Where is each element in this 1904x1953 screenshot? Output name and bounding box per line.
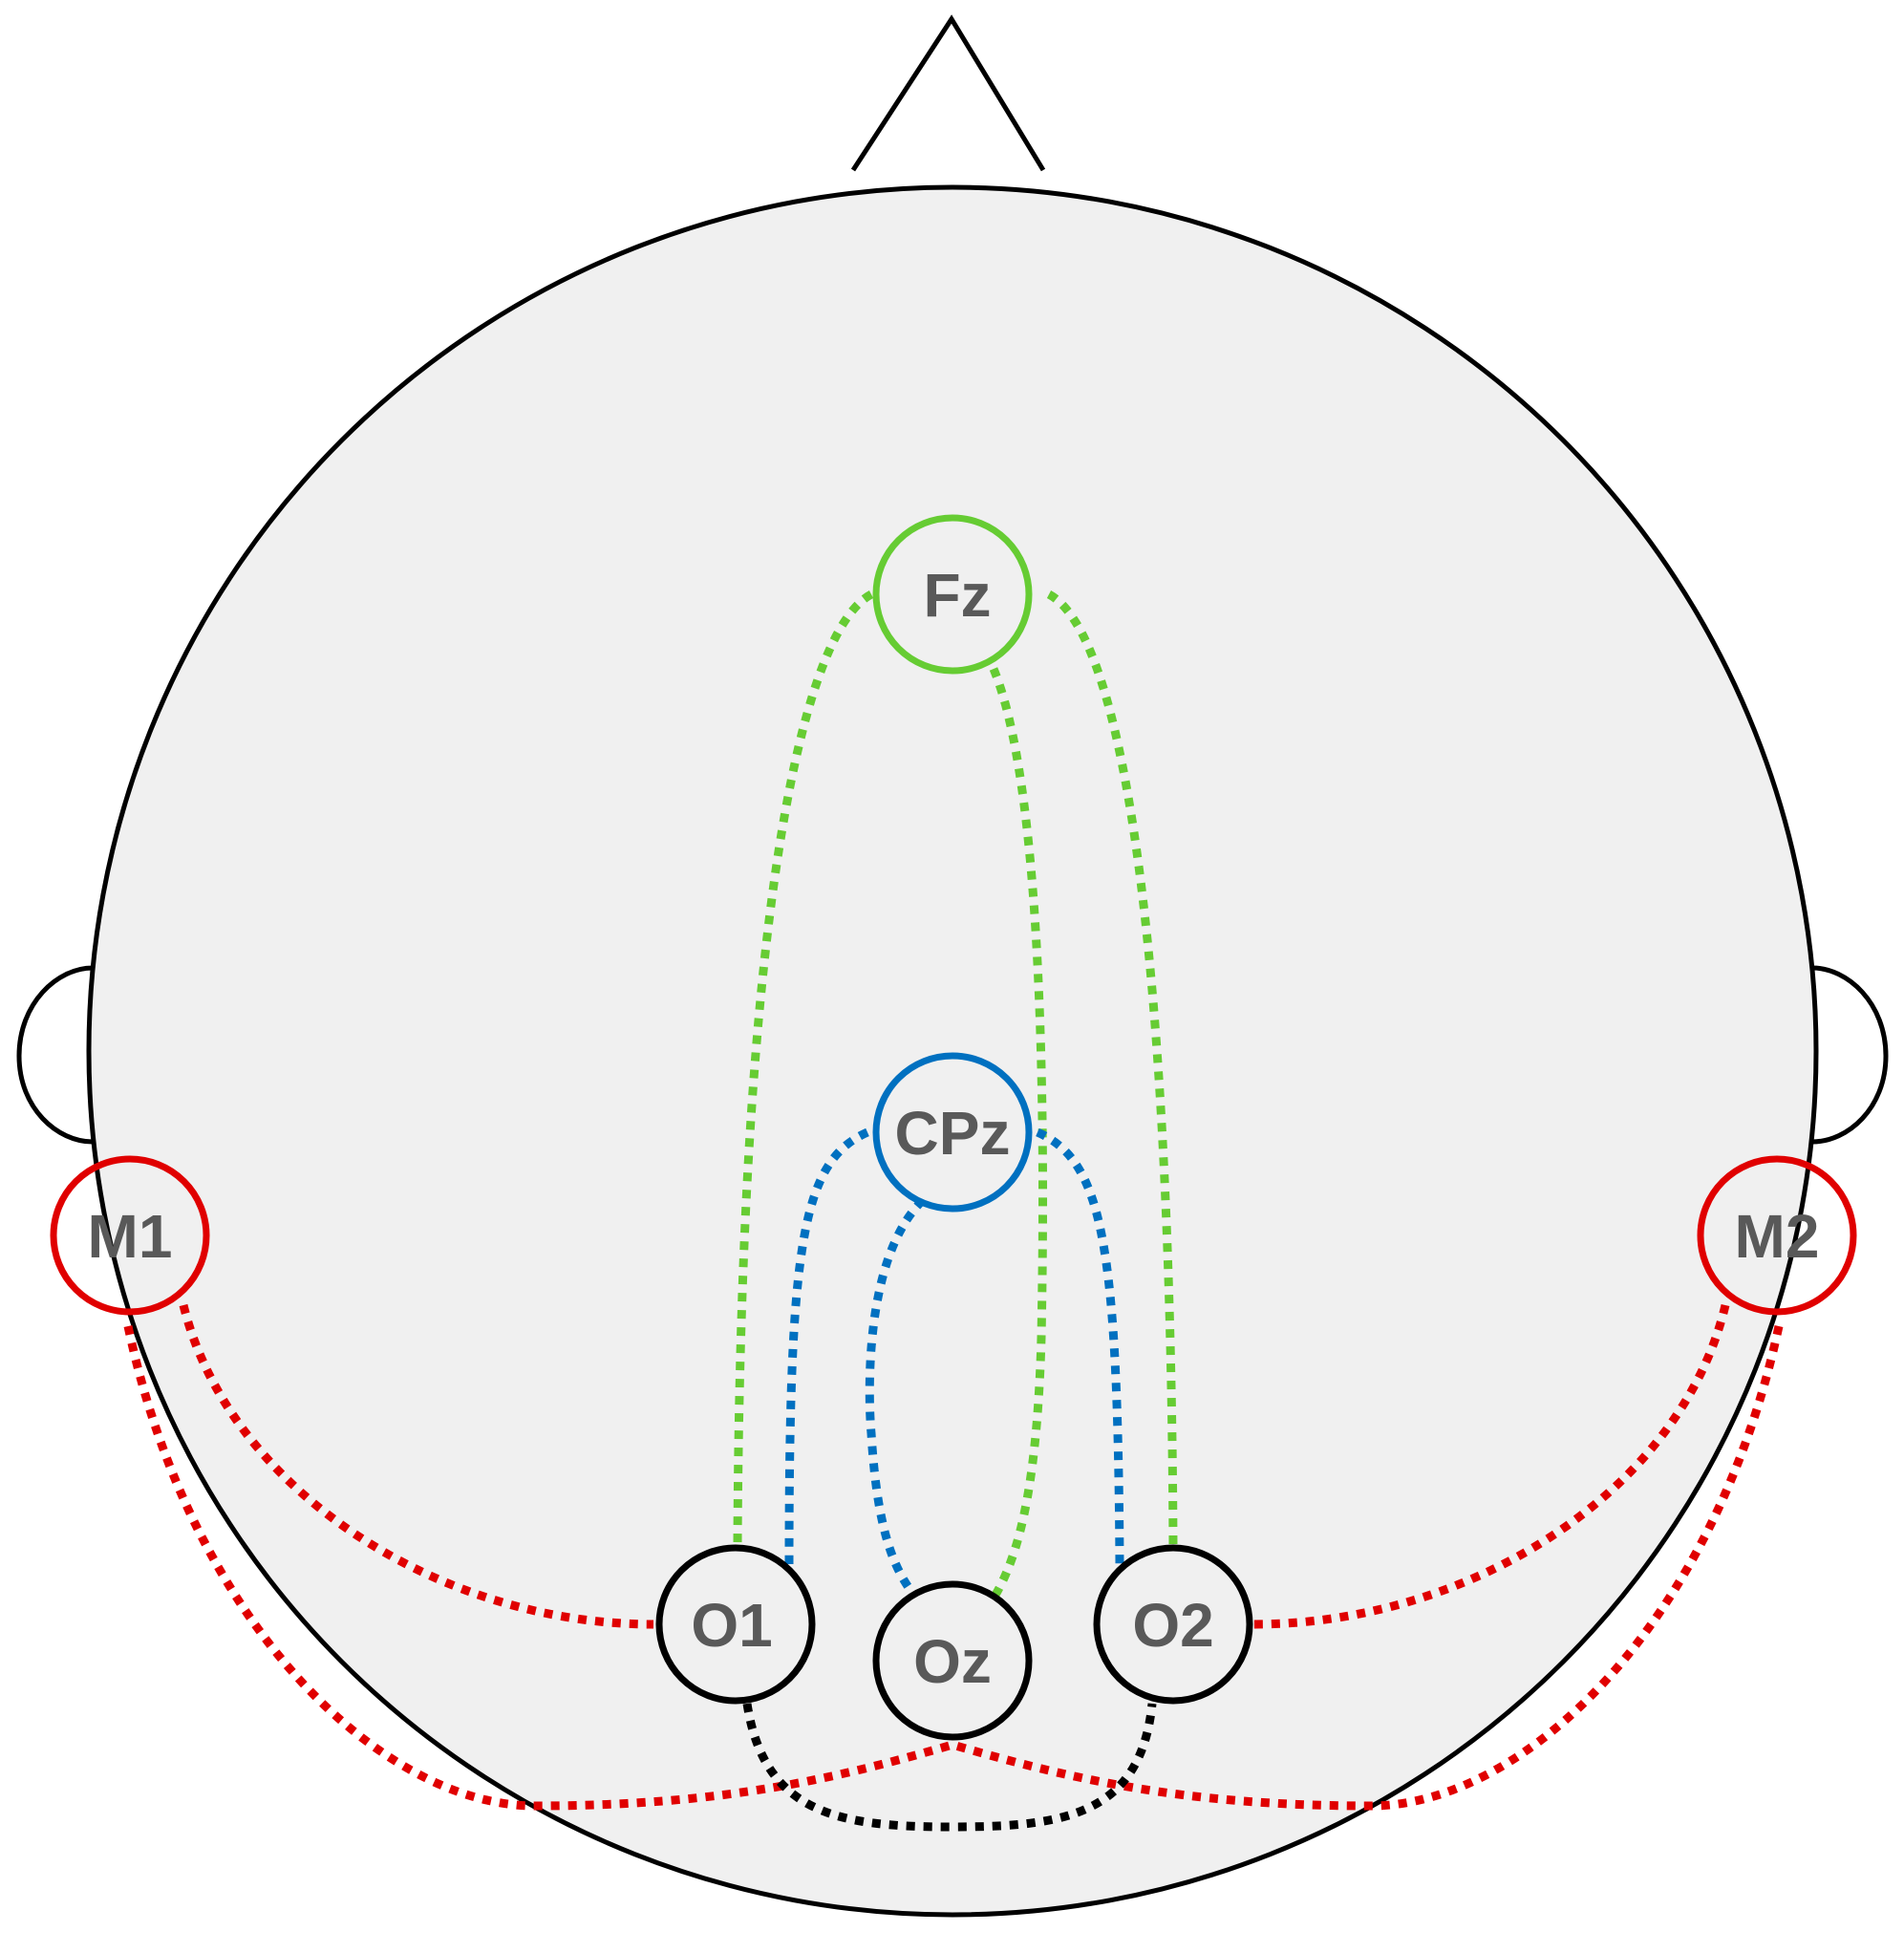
connection-m2-oz	[951, 1325, 1784, 1811]
electrode-m2-label: M2	[1735, 1202, 1820, 1271]
electrodes-layer: Fz CPz M1 M2 O1 Oz O2	[50, 514, 1857, 1741]
electrode-o1: O1	[655, 1544, 816, 1705]
electrode-o2-ring	[1093, 1544, 1253, 1705]
head-outline	[86, 184, 1819, 1918]
electrode-m2-ring	[1697, 1155, 1857, 1316]
electrode-fz: Fz	[872, 514, 1033, 675]
electrode-oz-label: Oz	[913, 1627, 992, 1696]
left-ear	[16, 965, 94, 1145]
electrode-m1-ring	[50, 1155, 210, 1316]
electrode-m2: M2	[1697, 1155, 1857, 1316]
connection-fz-oz	[988, 667, 1048, 1604]
electrode-fz-ring	[872, 514, 1033, 675]
nose	[850, 14, 1046, 172]
connection-m1-o1	[179, 1303, 654, 1629]
electrode-oz-ring	[872, 1580, 1033, 1741]
connection-cpz-oz	[865, 1196, 927, 1596]
electrode-o1-label: O1	[691, 1591, 772, 1660]
electrode-o2-label: O2	[1132, 1591, 1213, 1660]
electrode-cpz: CPz	[872, 1052, 1033, 1213]
connection-m2-o2	[1252, 1303, 1730, 1629]
electrode-cpz-ring	[872, 1052, 1033, 1213]
electrode-o2: O2	[1093, 1544, 1253, 1705]
electrode-oz: Oz	[872, 1580, 1033, 1741]
electrode-cpz-label: CPz	[895, 1099, 1011, 1168]
electrode-m1-label: M1	[88, 1202, 173, 1271]
connection-o1-o2	[742, 1703, 1157, 1832]
electrode-o1-ring	[655, 1544, 816, 1705]
electrode-m1: M1	[50, 1155, 210, 1316]
connection-m1-oz	[123, 1325, 954, 1811]
electrode-fz-label: Fz	[923, 561, 991, 630]
connections-layer	[123, 590, 1784, 1832]
right-ear	[1811, 965, 1889, 1145]
